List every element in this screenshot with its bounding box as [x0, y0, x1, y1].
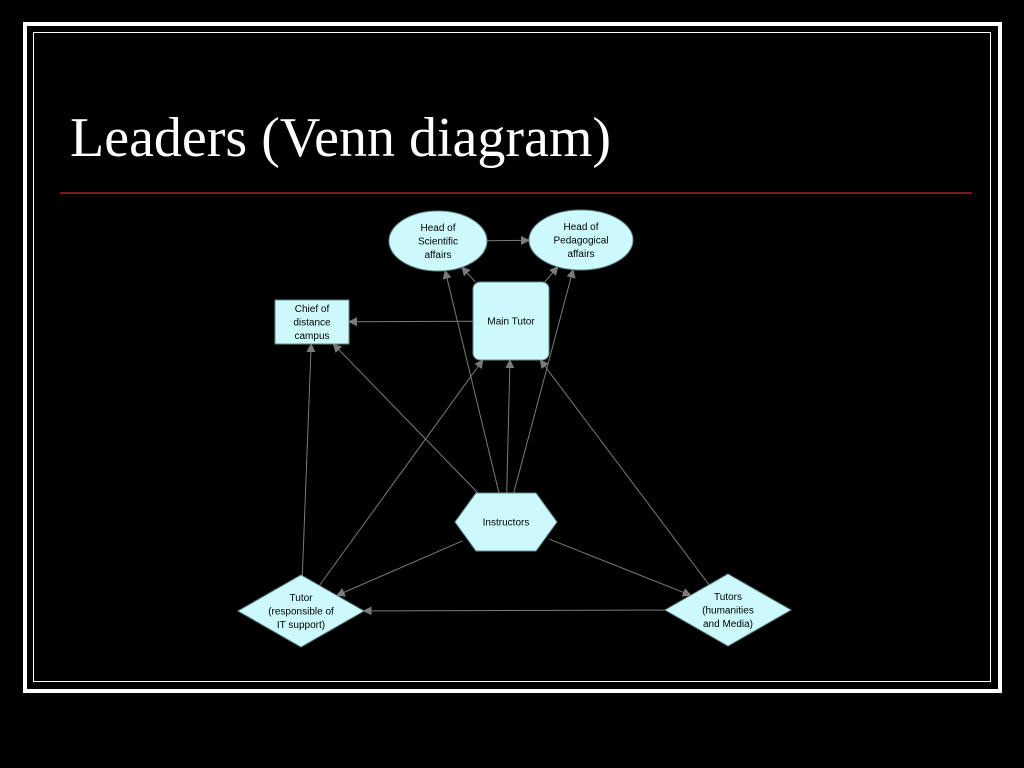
- edge-main-tutor-to-chief-campus: [348, 317, 474, 327]
- node-label-line: affairs: [424, 250, 451, 261]
- edge-instructors-to-chief-campus: [332, 343, 479, 494]
- node-head-scientific: Head of Scientific affairs: [388, 210, 488, 272]
- node-head-pedagogical: Head of Pedagogical affairs: [528, 209, 634, 271]
- node-label-line: and Media): [703, 619, 753, 630]
- node-label-line: (humanities: [702, 606, 754, 617]
- edge-instructors-to-tutors-hm: [549, 538, 692, 597]
- edge-main-tutor-to-head-scientific: [461, 266, 476, 283]
- node-tutors-hm: Tutors (humanities and Media): [663, 573, 793, 647]
- diamond-shape: [663, 573, 793, 647]
- node-label-line: Chief of: [295, 304, 330, 315]
- ellipse-shape: [528, 209, 634, 271]
- slide-outer-border: [23, 22, 1002, 693]
- node-label-line: Pedagogical: [553, 236, 608, 247]
- hexagon-shape: [454, 492, 558, 552]
- edges-layer: [301, 235, 710, 616]
- rounded-rectangle-shape: [472, 281, 550, 361]
- nodes-layer: Head of Scientific affairs Head of Pedagogic…: [236, 209, 793, 648]
- node-label-line: distance: [293, 318, 331, 329]
- node-label-line: Main Tutor: [487, 317, 535, 328]
- edge-tutors-hm-to-main-tutor: [539, 359, 710, 586]
- title-divider: [60, 192, 972, 194]
- node-label-line: Head of: [420, 223, 455, 234]
- node-label-line: affairs: [567, 249, 594, 260]
- node-label-line: (responsible of: [268, 607, 334, 618]
- node-tutor-it: Tutor (responsible of IT support): [236, 574, 366, 648]
- node-main-tutor: Main Tutor: [472, 281, 550, 361]
- edge-instructors-to-main-tutor: [505, 359, 515, 494]
- node-label-line: campus: [294, 331, 329, 342]
- edge-main-tutor-to-head-pedagogical: [544, 266, 559, 283]
- diamond-shape: [236, 574, 366, 648]
- rectangle-shape: [274, 299, 350, 345]
- node-label-line: Scientific: [418, 237, 458, 248]
- node-label-line: Tutors: [714, 592, 742, 603]
- edge-tutor-it-to-main-tutor: [318, 359, 484, 586]
- edge-tutors-hm-to-tutor-it: [362, 606, 666, 616]
- edge-instructors-to-head-pedagogical: [513, 268, 576, 494]
- edge-instructors-to-tutor-it: [335, 540, 463, 597]
- node-instructors: Instructors: [454, 492, 558, 552]
- edge-instructors-to-head-scientific: [442, 269, 500, 494]
- slide-inner-border: [33, 32, 991, 682]
- node-label-line: Tutor: [290, 593, 314, 604]
- slide-title: Leaders (Venn diagram): [70, 107, 612, 169]
- node-label-line: IT support): [277, 620, 325, 631]
- ellipse-shape: [388, 210, 488, 272]
- node-label-line: Instructors: [483, 518, 530, 529]
- edge-tutor-it-to-chief-campus: [301, 343, 316, 576]
- node-label-line: Head of: [563, 222, 598, 233]
- node-chief-campus: Chief of distance campus: [274, 299, 350, 345]
